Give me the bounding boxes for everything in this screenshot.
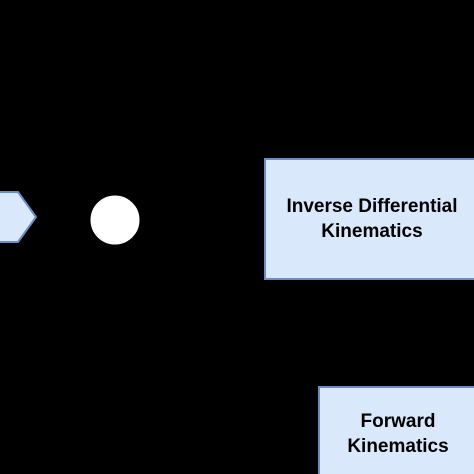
inverse-differential-kinematics-block: Inverse Differential Kinematics [264,158,474,280]
summing-junction [89,194,141,246]
input-arrow-block [0,191,38,243]
inverse-differential-kinematics-label: Inverse Differential Kinematics [286,196,458,242]
forward-kinematics-label: Forward Kinematics [347,411,449,457]
forward-kinematics-block: Forward Kinematics [318,386,474,474]
